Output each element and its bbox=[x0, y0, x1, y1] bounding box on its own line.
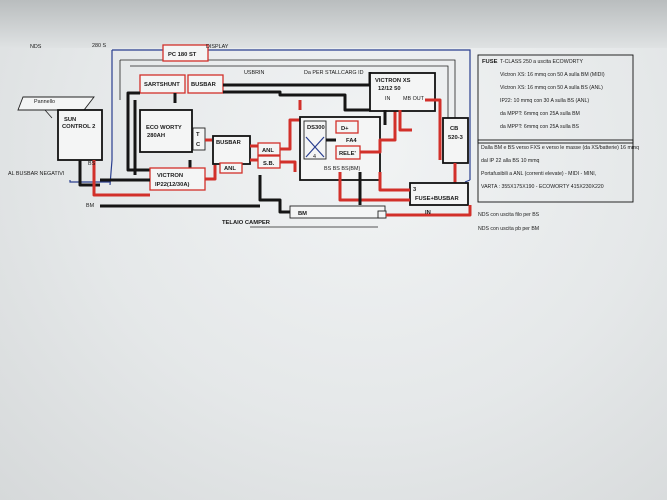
fuse-busbar-box bbox=[409, 182, 469, 206]
anl-1-label: ANL bbox=[262, 148, 274, 154]
notes-top-item: Victron XS: 16 mmq con 50 A sulla BS (AN… bbox=[500, 85, 603, 91]
notes-top-key: FUSE bbox=[482, 59, 498, 65]
sezione-label: 280 S bbox=[92, 43, 106, 49]
notes-bottom-item: VARTA : 355X175X190 - ECOWORTY 415X230X2… bbox=[481, 184, 604, 190]
notes-top-panel bbox=[477, 54, 634, 144]
pannello-label: Pannello bbox=[34, 99, 55, 105]
notes-bottom-list: Dalla BM e BS verso FXS e verso le masse… bbox=[481, 145, 639, 190]
notes-bottom-item: Portafusibili a ANL (correnti elevate) -… bbox=[481, 171, 596, 177]
bm-box-label: BM bbox=[298, 211, 307, 217]
sun-control-label: CONTROL 2 bbox=[62, 124, 95, 130]
smartshunt-label: SARTSHUNT bbox=[144, 82, 180, 88]
signal-wire-top bbox=[112, 49, 471, 180]
paper-edge-shadow bbox=[0, 0, 667, 48]
four-label: 4 bbox=[313, 154, 316, 160]
notes-nds-item: NDS con uscita pb per BM bbox=[478, 226, 539, 232]
bs-bm-label: BS BS BS(BM) bbox=[324, 166, 360, 172]
notes-top-item: IP22: 10 mmq con 30 A sulla BS (ANL) bbox=[500, 98, 589, 104]
d-plus-label: D+ bbox=[341, 126, 349, 132]
notes-top-item: da MPPT: 6mmq con 25A sulla BM bbox=[500, 111, 580, 117]
busbar-mid-label: BUSBAR bbox=[216, 140, 242, 146]
pc-box bbox=[162, 44, 209, 62]
notes-top-item: T-CLASS 250 a uscita ECOWORTY bbox=[500, 59, 583, 65]
signal-wire-left bbox=[109, 50, 113, 186]
fa4-label: FA4 bbox=[346, 138, 357, 144]
x-mark-icon bbox=[305, 136, 325, 158]
notes-top-item: Victron XS: 16 mmq con 50 A sulla BM (MI… bbox=[500, 72, 605, 78]
notes-top-item: da MPPT: 6mmq con 25A sulla BS bbox=[500, 124, 580, 130]
busbar-top-label: BUSBAR bbox=[191, 82, 217, 88]
in-label: IN bbox=[385, 96, 390, 102]
sun-control-box bbox=[57, 109, 103, 161]
smartshunt-box bbox=[139, 74, 186, 94]
anl-2-box bbox=[219, 162, 243, 174]
anl-2-label: ANL bbox=[224, 166, 236, 172]
rele-label: RELE' bbox=[339, 151, 356, 157]
usb-label: USBRIN bbox=[244, 70, 264, 76]
t-label: T bbox=[196, 132, 200, 138]
cb-label: CB bbox=[450, 126, 458, 132]
cb-box bbox=[442, 117, 469, 164]
ds300-label: DS300 bbox=[307, 125, 325, 131]
solar-panel-icon bbox=[17, 96, 95, 111]
notes-nds-item: NDS con uscita filo per BS bbox=[478, 212, 540, 218]
bm-left-label: BM bbox=[86, 203, 95, 209]
da-pannello-label: Da PER STALLCARG ID bbox=[304, 70, 364, 76]
victron-xs-spec: 12/12 50 bbox=[378, 86, 401, 92]
c-label: C bbox=[196, 142, 201, 148]
eco-worthy-battery bbox=[139, 109, 193, 153]
out-label: MB OUT bbox=[403, 96, 425, 102]
notes-bottom-panel bbox=[477, 139, 634, 203]
d-plus-box bbox=[335, 120, 359, 134]
notes-bottom-item: dal IP 22 alla BS 10 mmq bbox=[481, 158, 540, 164]
display-label: DISPLAY bbox=[206, 44, 229, 50]
sb-label: S.B. bbox=[263, 161, 275, 167]
eco-worthy-cap: 280AH bbox=[147, 133, 165, 139]
cb-spec-label: 520-3 bbox=[448, 135, 464, 141]
victron-xs-box bbox=[369, 72, 436, 112]
eco-worthy-label: ECO WORTY bbox=[146, 125, 182, 131]
ip22-spec-label: IP22(12/30A) bbox=[155, 182, 190, 188]
bs-label: BS bbox=[88, 161, 96, 167]
sun-control-label-1: SUN bbox=[64, 117, 76, 123]
telaio-label: TELAIO CAMPER bbox=[222, 220, 271, 226]
al-busbar-label: AL BUSBAR NEGATIVI bbox=[8, 171, 64, 177]
fuse-busbar-label: FUSE+BUSBAR bbox=[415, 196, 459, 202]
victron-ip22-label: VICTRON bbox=[157, 173, 183, 179]
nds-label: NDS bbox=[30, 44, 42, 50]
notes-nds-list: NDS con uscita filo per BS NDS con uscita… bbox=[478, 212, 540, 232]
in-bottom-label: IN bbox=[425, 210, 431, 216]
victron-xs-label: VICTRON XS bbox=[375, 78, 411, 84]
pc-label: PC 180 ST bbox=[168, 52, 197, 58]
three-label: 3 bbox=[413, 187, 417, 193]
notes-bottom-item: Dalla BM e BS verso FXS e verso le masse… bbox=[481, 145, 639, 151]
